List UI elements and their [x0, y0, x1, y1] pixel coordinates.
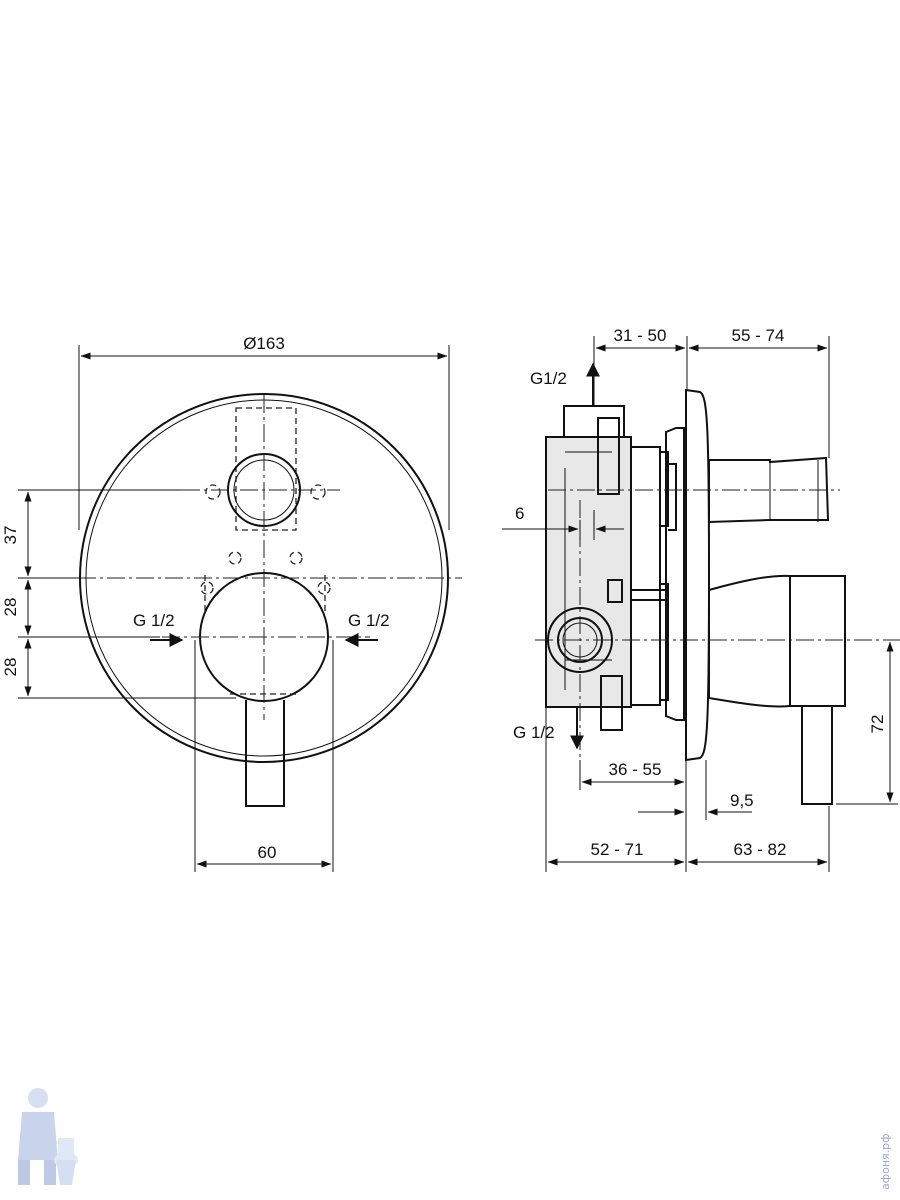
outlet-top-label: G1/2 [530, 369, 567, 388]
hidden-body-outline [235, 407, 297, 531]
rosette-side [685, 388, 711, 762]
dim-9-5-label: 9,5 [730, 791, 754, 810]
dim-55-74-label: 55 - 74 [732, 326, 785, 345]
watermark-text: афоня.рф [879, 1133, 892, 1190]
dim-36-55-label: 36 - 55 [609, 760, 662, 779]
valve-body [545, 436, 632, 708]
dim-63-82-label: 63 - 82 [734, 840, 787, 859]
dim-60-label: 60 [258, 843, 277, 862]
dim-37-label: 37 [1, 526, 20, 545]
side-view: 31 - 50 55 - 74 G1/2 6 G 1/2 36 - 55 9,5… [502, 326, 900, 872]
mixer-handle-side [708, 574, 791, 708]
plumber-mascot-icon [18, 1088, 78, 1185]
dim-52-71-label: 52 - 71 [591, 840, 644, 859]
outlet-bottom-label: G 1/2 [513, 723, 555, 742]
inlet-right-label: G 1/2 [348, 611, 390, 630]
diameter-label: Ø163 [243, 334, 285, 353]
front-view: Ø163 37 28 28 G 1/2 G 1/2 60 [1, 334, 462, 872]
dim-31-50-label: 31 - 50 [614, 326, 667, 345]
lever-side [801, 705, 833, 805]
dim-72-label: 72 [868, 715, 887, 734]
hidden-lower-body [204, 575, 326, 695]
inlet-left-label: G 1/2 [133, 611, 175, 630]
lever [245, 700, 285, 807]
screw-lugs [200, 484, 331, 595]
wall-plate [665, 427, 685, 721]
dim-28-bottom-label: 28 [1, 658, 20, 677]
dim-6-label: 6 [515, 504, 524, 523]
dim-28-top-label: 28 [1, 598, 20, 617]
